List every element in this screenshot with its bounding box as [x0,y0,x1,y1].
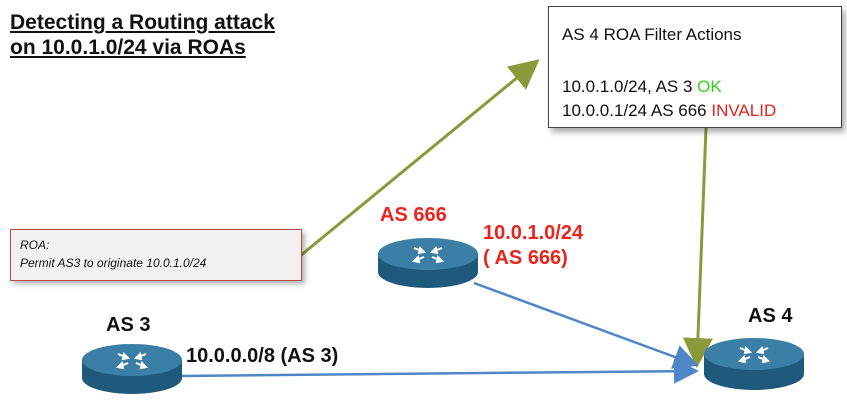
roa-permit-text: Permit AS3 to originate 10.0.1.0/24 [20,256,207,270]
as3-label: AS 3 [106,314,151,336]
status-ok: OK [697,77,722,96]
filter-row-text: 10.0.0.1/24 AS 666 [562,101,712,120]
legit-route-label: 10.0.0.0/8 (AS 3) [186,345,339,367]
roa-to-filter-arrow [299,59,540,258]
filter-row-ok: 10.0.1.0/24, AS 3 OK [562,77,722,97]
title-line-2: on 10.0.1.0/24 via ROAs [10,36,246,59]
filter-row-text: 10.0.1.0/24, AS 3 [562,77,698,96]
roa-statement-box: ROA: Permit AS3 to originate 10.0.1.0/24 [10,229,302,281]
roa-label: ROA: [20,238,50,252]
hijack-prefix-label: 10.0.1.0/24 [483,222,584,244]
router-icon [704,338,804,390]
as3-router-icon [82,344,182,394]
title-line-1: Detecting a Routing attack [10,11,275,34]
diagram-title: Detecting a Routing attack on 10.0.1.0/2… [10,10,275,60]
as4-router-icon [704,338,804,390]
as4-label: AS 4 [748,305,793,327]
filter-box-header: AS 4 ROA Filter Actions [562,25,742,44]
as666-label: AS 666 [380,204,447,226]
filter-to-as4-arrow [682,127,713,368]
router-icon [82,344,182,394]
as666-router-icon [378,238,478,288]
as666-to-as4-arrow [473,281,699,369]
router-icon [378,238,478,288]
status-invalid: INVALID [711,101,777,120]
hijack-origin-label: ( AS 666) [483,247,568,269]
as3-to-as4-arrow [179,358,699,384]
filter-row-invalid: 10.0.0.1/24 AS 666 INVALID [562,101,776,121]
roa-filter-actions-box: AS 4 ROA Filter Actions 10.0.1.0/24, AS … [548,6,842,128]
